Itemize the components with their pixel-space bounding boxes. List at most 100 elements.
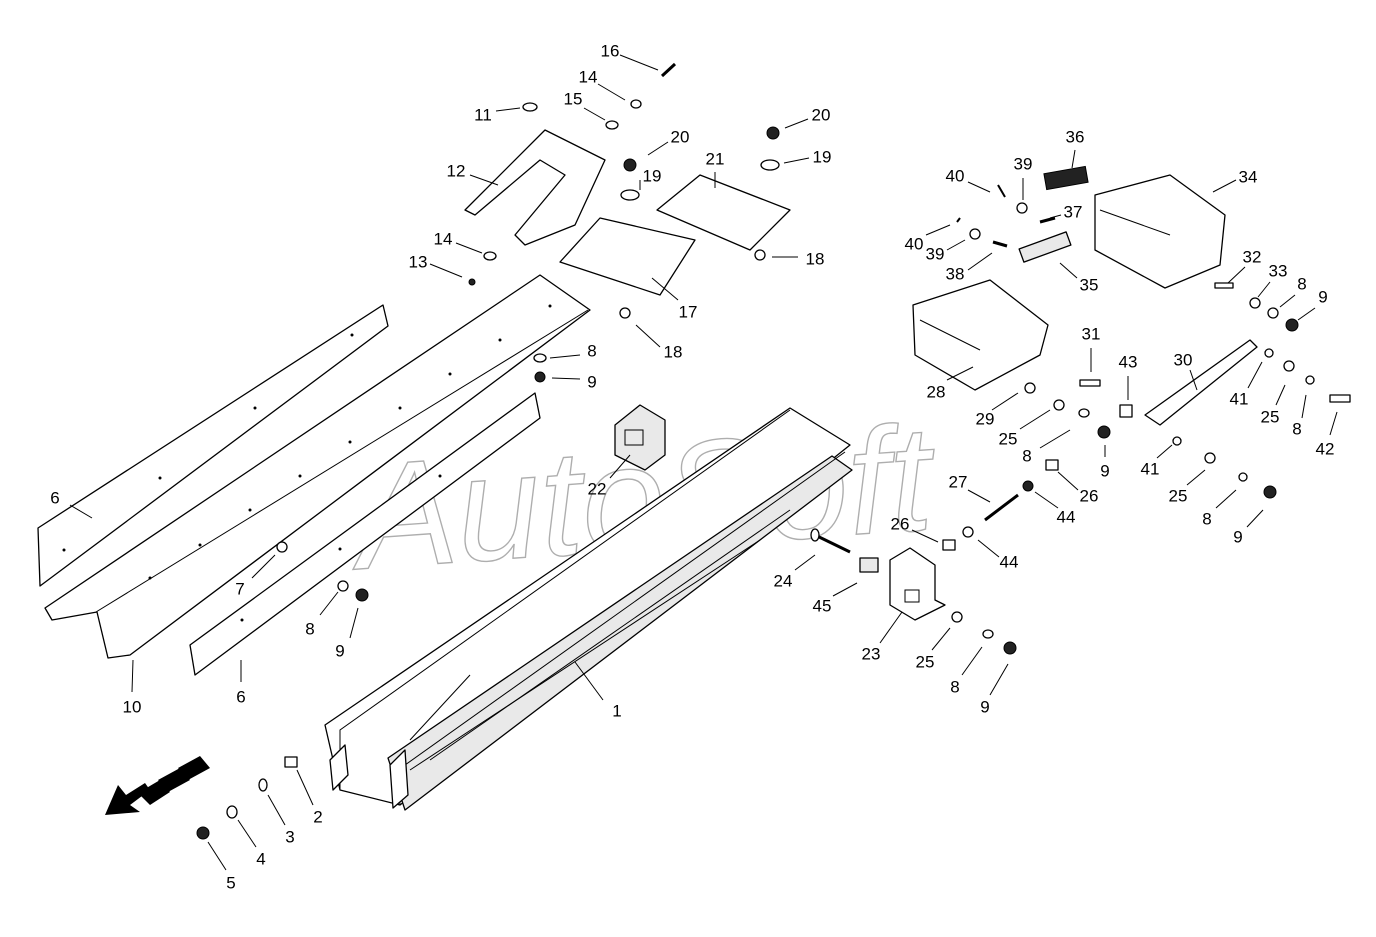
callout-label: 7 xyxy=(235,579,244,598)
callout-label: 19 xyxy=(813,147,832,166)
callout-label: 32 xyxy=(1243,247,1262,266)
leader-line xyxy=(911,529,939,543)
leader-line xyxy=(551,377,581,380)
leader-line xyxy=(1275,384,1286,406)
leader-line xyxy=(619,54,659,71)
leader-line xyxy=(832,582,858,597)
callout-label: 25 xyxy=(916,652,935,671)
callout-label: 5 xyxy=(226,873,235,892)
callout-label: 26 xyxy=(891,514,910,533)
leader-line xyxy=(1071,149,1076,169)
callout-label: 28 xyxy=(927,382,946,401)
callout-label: 27 xyxy=(949,472,968,491)
leader-line xyxy=(207,841,227,871)
callout-label: 39 xyxy=(1014,154,1033,173)
leader-line xyxy=(574,661,604,701)
leader-line xyxy=(784,118,809,129)
leader-line xyxy=(1057,471,1079,491)
callout-label: 40 xyxy=(905,234,924,253)
leader-line xyxy=(1189,369,1198,391)
leader-line xyxy=(1186,469,1206,486)
leader-line xyxy=(783,157,810,164)
callout-label: 20 xyxy=(812,105,831,124)
leader-line xyxy=(1257,281,1271,298)
callout-label: 3 xyxy=(285,827,294,846)
callout-label: 36 xyxy=(1066,127,1085,146)
part-6-left-strip xyxy=(37,304,389,587)
leader-line xyxy=(69,504,93,519)
leader-line xyxy=(879,611,903,644)
part-21-plate xyxy=(656,174,791,251)
callout-label: 11 xyxy=(474,105,492,124)
callout-label: 43 xyxy=(1119,352,1138,371)
callout-label: 14 xyxy=(579,67,598,86)
callout-label: 20 xyxy=(671,127,690,146)
callout-layer: 1234566789891011121314141516171818191920… xyxy=(50,41,1338,892)
leader-line xyxy=(1301,394,1307,419)
callout-label: 9 xyxy=(587,372,596,391)
part-30-rod xyxy=(1144,339,1258,426)
callout-label: 8 xyxy=(305,619,314,638)
leader-line xyxy=(1246,509,1264,528)
leader-line xyxy=(455,242,483,254)
leader-line xyxy=(1297,307,1316,321)
callout-label: 8 xyxy=(587,341,596,360)
callout-label: 18 xyxy=(806,249,825,268)
part-35-cylinder xyxy=(1018,231,1072,263)
callout-label: 38 xyxy=(946,264,965,283)
leader-line xyxy=(1019,409,1051,430)
callout-label: 10 xyxy=(123,697,142,716)
callout-label: 8 xyxy=(1292,419,1301,438)
leader-line xyxy=(635,324,661,348)
part-22-bracket xyxy=(614,404,666,471)
leader-line xyxy=(1039,429,1071,449)
callout-label: 6 xyxy=(50,488,59,507)
callout-label: 17 xyxy=(679,302,698,321)
callout-label: 16 xyxy=(601,41,620,60)
leader-line xyxy=(946,366,974,381)
leader-line xyxy=(991,392,1019,411)
callout-label: 45 xyxy=(813,596,832,615)
part-17-plate xyxy=(559,217,696,296)
leader-line xyxy=(967,181,991,193)
callout-label: 23 xyxy=(862,644,881,663)
part-45-sleeve xyxy=(859,557,879,573)
leader-line xyxy=(1034,491,1059,509)
leader-line xyxy=(597,83,626,101)
travel-direction-arrow-icon xyxy=(105,756,210,815)
leader-line xyxy=(1227,266,1246,284)
part-23-bracket xyxy=(889,547,946,621)
callout-label: 9 xyxy=(1233,527,1242,546)
leader-line xyxy=(469,174,499,186)
callout-label: 39 xyxy=(926,244,945,263)
part-6-middle-strip xyxy=(189,392,541,676)
leader-line xyxy=(1049,214,1062,219)
leader-line xyxy=(131,659,134,693)
callout-label: 15 xyxy=(564,89,583,108)
part-34-cover xyxy=(1094,174,1226,289)
part-12-bracket xyxy=(464,129,606,246)
leader-line xyxy=(1329,411,1338,436)
callout-label: 8 xyxy=(950,677,959,696)
callout-label: 22 xyxy=(588,479,607,498)
leader-line xyxy=(609,454,631,479)
leader-line xyxy=(961,646,983,676)
leader-line xyxy=(319,591,339,616)
leader-line xyxy=(967,252,993,271)
leader-line xyxy=(583,107,606,121)
leader-line xyxy=(647,141,669,156)
callout-label: 40 xyxy=(946,166,965,185)
callout-label: 21 xyxy=(706,149,725,168)
leader-line xyxy=(495,107,521,112)
callout-label: 8 xyxy=(1202,509,1211,528)
leader-line xyxy=(549,354,581,359)
callout-label: 9 xyxy=(980,697,989,716)
callout-label: 44 xyxy=(1000,552,1019,571)
part-10-angle-strip xyxy=(44,274,591,659)
callout-label: 12 xyxy=(447,161,466,180)
callout-label: 8 xyxy=(1297,274,1306,293)
callout-label: 8 xyxy=(1022,446,1031,465)
callout-label: 37 xyxy=(1064,202,1083,221)
leader-line xyxy=(251,554,276,579)
